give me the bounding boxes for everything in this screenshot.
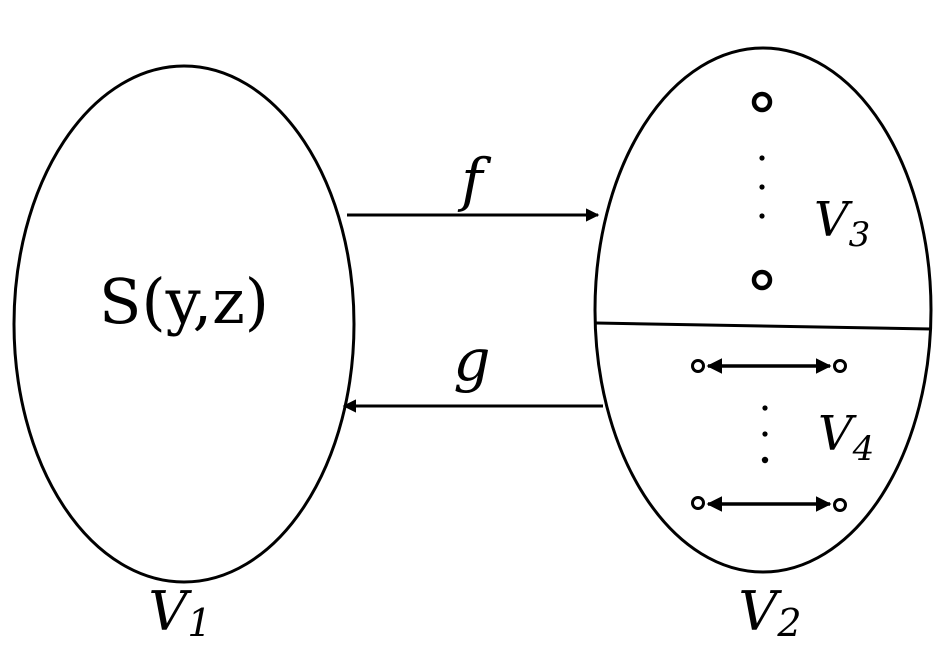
set-v2-name-sub: 2 [776,601,801,645]
v3-top-node [751,91,773,113]
subset-v3-name-sub: 3 [849,215,871,255]
set-v2-ellipse [593,46,933,574]
v4-pair1-left-node [691,359,705,373]
set-v2-name-main: V [738,580,782,643]
set-v2-name: V2 [738,580,801,645]
map-f-label: f [457,146,492,214]
set-v1-content-label: S(y,z) [99,265,269,338]
partition-line [595,321,932,331]
v4-pair2-left-node [691,496,705,510]
v4-ellipsis-dot [762,405,768,411]
v4-pair1-right-node [833,359,847,373]
subset-v4-name-sub: 4 [852,429,875,469]
set-v1-name: V1 [148,580,211,645]
subset-v3-name: V3 [814,192,870,255]
subset-v3-name-main: V [814,192,853,248]
map-g-label: g [453,326,490,394]
v4-ellipsis-dot [761,456,769,464]
set-v1-name-main: V [148,580,192,643]
v3-ellipsis-dot [759,213,765,219]
v3-ellipsis-dot [759,184,765,190]
v4-pair2-right-node [833,498,847,512]
subset-v4-name-main: V [818,406,857,462]
subset-v4-name: V4 [818,406,874,469]
v4-ellipsis-dot [762,431,768,437]
set-v1-ellipse [12,64,356,584]
v3-bottom-node [751,269,773,291]
v3-ellipsis-dot [759,155,765,161]
set-v1-name-sub: 1 [187,601,211,645]
